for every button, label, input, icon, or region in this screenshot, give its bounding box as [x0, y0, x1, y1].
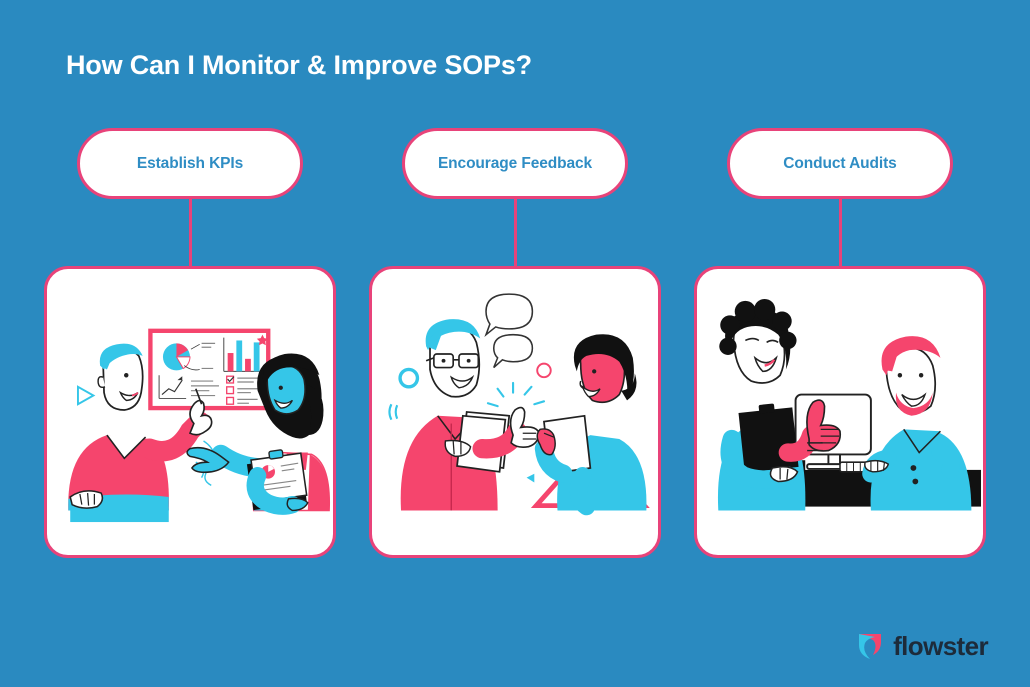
- connector-line: [188, 199, 192, 267]
- connector-line: [513, 199, 517, 267]
- steps-row: Establish KPIs: [44, 128, 986, 558]
- step-pill-label: Encourage Feedback: [437, 154, 593, 172]
- step-card-establish-kpis: [44, 266, 336, 558]
- step-column-encourage-feedback: Encourage Feedback: [369, 128, 661, 558]
- connector-line: [838, 199, 842, 267]
- step-column-establish-kpis: Establish KPIs: [44, 128, 336, 558]
- step-pill-label: Conduct Audits: [783, 154, 897, 172]
- illustration-presenting-charts: [68, 328, 331, 523]
- illustration-feedback-conversation: [388, 293, 650, 516]
- step-pill-encourage-feedback[interactable]: Encourage Feedback: [402, 128, 628, 200]
- step-pill-establish-kpis[interactable]: Establish KPIs: [77, 128, 303, 200]
- step-card-conduct-audits: [694, 266, 986, 558]
- step-pill-label: Establish KPIs: [136, 154, 244, 172]
- flowster-swoosh-icon: [859, 634, 882, 659]
- brand-logo: flowster: [856, 631, 989, 661]
- step-pill-conduct-audits[interactable]: Conduct Audits: [727, 128, 953, 200]
- step-column-conduct-audits: Conduct Audits: [694, 128, 986, 558]
- page-title: How Can I Monitor & Improve SOPs?: [66, 50, 532, 80]
- brand-wordmark: flowster: [893, 631, 988, 661]
- illustration-audit-at-desk: [717, 299, 982, 511]
- step-card-encourage-feedback: [369, 266, 661, 558]
